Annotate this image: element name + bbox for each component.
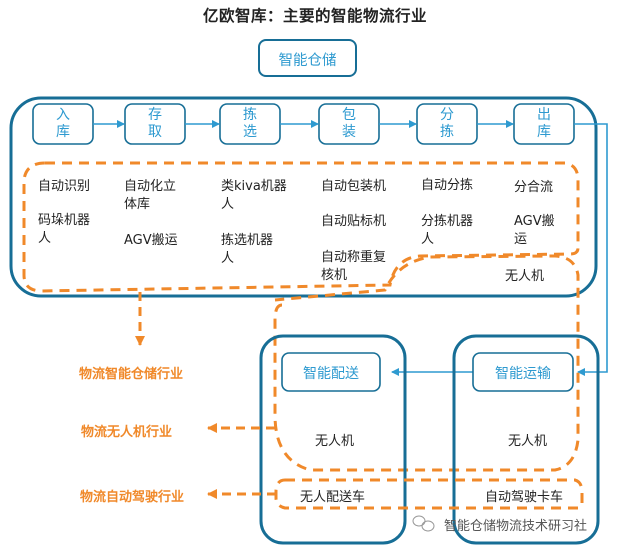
- tech-item: 类kiva机器 人: [221, 179, 287, 212]
- transport-frame: [452, 334, 600, 545]
- tech-item: 自动称重复 核机: [321, 250, 387, 283]
- tech-item: 自动分拣: [421, 178, 474, 193]
- transport-label: 智能运输: [495, 366, 551, 382]
- vehicle-dashed-region: [274, 478, 584, 510]
- warehouse-label-box: [258, 39, 357, 77]
- tech-item: AGV搬 运: [514, 214, 555, 247]
- outflow-connector: [574, 123, 608, 376]
- delivery-vehicle: 无人配送车: [300, 490, 366, 505]
- warehouse-frame: [9, 96, 598, 298]
- step-label: 分 拣: [440, 107, 454, 140]
- industry-autodrive: 物流自动驾驶行业: [80, 490, 185, 505]
- delivery-drone: 无人机: [315, 434, 355, 449]
- warehouse-label: 智能仓储: [278, 53, 337, 69]
- tech-item: AGV搬运: [124, 233, 178, 248]
- tech-item: 自动贴标机: [321, 214, 387, 229]
- industry-drone: 物流无人机行业: [81, 425, 173, 440]
- industry-warehouse: 物流智能仓储行业: [79, 367, 184, 382]
- transport-vehicle: 自动驾驶卡车: [485, 490, 564, 505]
- tech-item: 分拣机器 人: [421, 214, 474, 247]
- delivery-label-box: [281, 352, 381, 392]
- tech-item: 自动化立 体库: [124, 179, 177, 212]
- step-label: 拣 选: [243, 107, 257, 140]
- delivery-frame: [259, 334, 407, 545]
- page-title: 亿欧智库：主要的智能物流行业: [202, 7, 427, 25]
- drone-dashed-region: [273, 254, 580, 472]
- tech-item: 自动识别: [38, 179, 91, 194]
- tech-dashed-region: [22, 161, 580, 293]
- step-label: 入 库: [56, 107, 70, 140]
- step-label: 出 库: [537, 107, 551, 140]
- tech-item: 分合流: [514, 180, 554, 195]
- watermark-text: 智能仓储物流技术研习社: [444, 519, 588, 534]
- step-label: 包 装: [342, 107, 356, 140]
- transport-drone: 无人机: [508, 434, 548, 449]
- transport-label-box: [472, 352, 574, 392]
- tech-item: 拣选机器 人: [221, 233, 274, 266]
- tech-item: 自动包装机: [321, 179, 387, 194]
- delivery-label: 智能配送: [303, 366, 359, 382]
- wechat-icon: [412, 515, 435, 532]
- tech-item: 码垛机器 人: [38, 213, 91, 246]
- tech-item-drone: 无人机: [505, 269, 545, 284]
- step-label: 存 取: [148, 107, 162, 140]
